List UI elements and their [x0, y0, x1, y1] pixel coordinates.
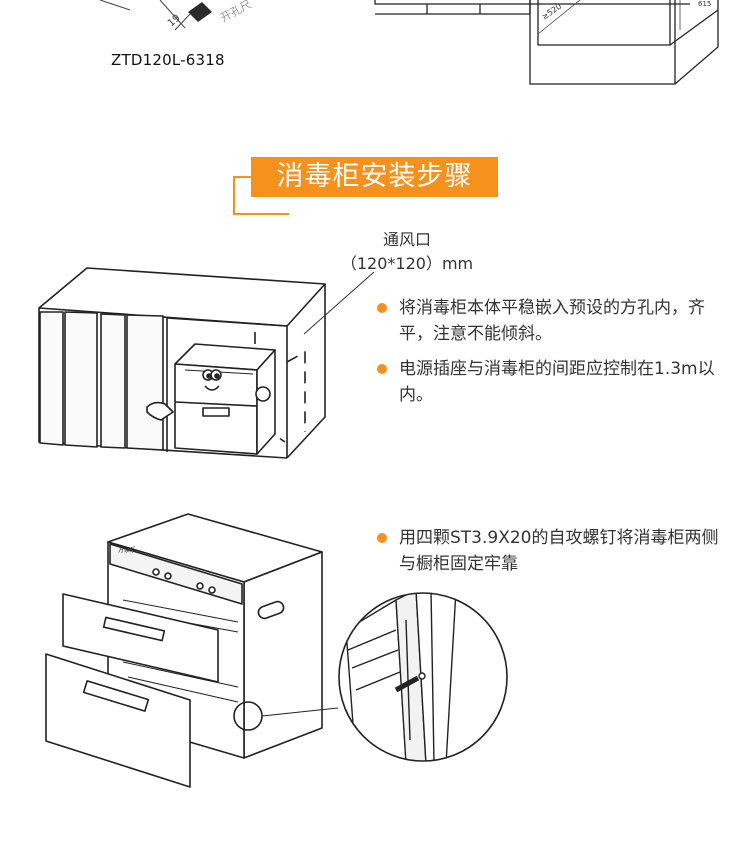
- bullet-icon: [377, 364, 387, 374]
- vent-label-block: 通风口 （120*120）mm: [322, 228, 492, 276]
- vent-pointer-line: [300, 270, 380, 340]
- vent-size-label: （120*120）mm: [340, 254, 474, 273]
- cabinet-screw-illustration: 万家乐: [38, 512, 338, 792]
- note-text: 将消毒柜本体平稳嵌入预设的方孔内，齐平，注意不能倾斜。: [399, 298, 705, 344]
- step2-note-1: 用四颗ST3.9X20的自攻螺钉将消毒柜两侧与橱柜固定牢靠: [377, 525, 722, 577]
- vent-label: 通风口: [382, 230, 431, 249]
- screw-detail-zoom: [336, 590, 510, 764]
- top-right-diagram: ≥520 615: [370, 0, 735, 90]
- step1-note-1: 将消毒柜本体平稳嵌入预设的方孔内，齐平，注意不能倾斜。: [377, 295, 727, 347]
- bullet-icon: [377, 303, 387, 313]
- note-text: 用四颗ST3.9X20的自攻螺钉将消毒柜两侧与橱柜固定牢靠: [399, 528, 719, 574]
- brand-label: 万家乐: [118, 546, 136, 554]
- step1-note-2: 电源插座与消毒柜的间距应控制在1.3m以内。: [377, 356, 717, 408]
- top-left-diagram: 19 开孔尺: [90, 0, 290, 45]
- dim-520-label: ≥520: [540, 2, 563, 22]
- dim-19-label: 19: [166, 13, 183, 30]
- bullet-icon: [377, 533, 387, 543]
- open-size-label: 开孔尺: [218, 0, 253, 25]
- cabinet-install-illustration: [35, 262, 375, 467]
- note-text: 电源插座与消毒柜的间距应控制在1.3m以内。: [399, 359, 715, 405]
- dim-615-label: 615: [698, 0, 711, 8]
- section-title: 消毒柜安装步骤: [251, 157, 498, 197]
- model-label: ZTD120L-6318: [111, 51, 225, 69]
